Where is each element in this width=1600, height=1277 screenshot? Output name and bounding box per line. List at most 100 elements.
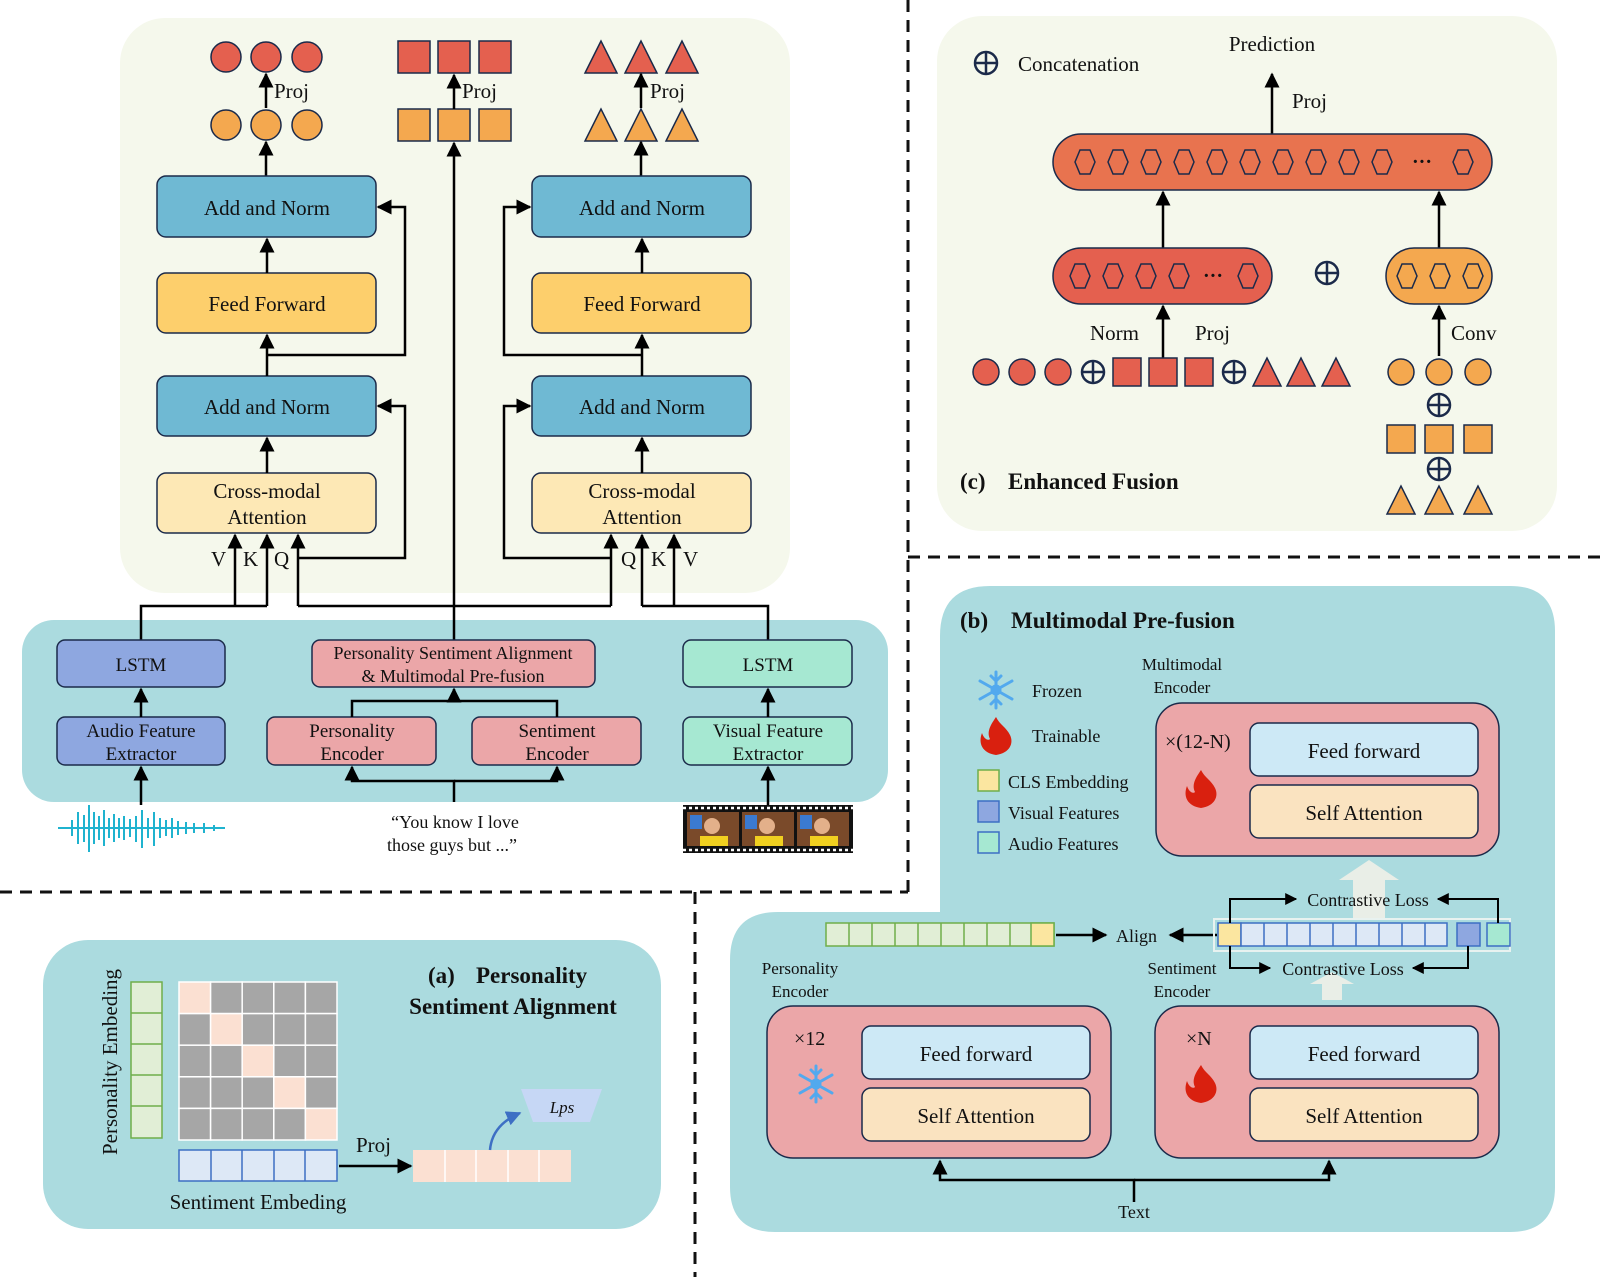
add-norm-box	[156, 175, 377, 238]
visual-lstm-box	[682, 639, 853, 688]
panel-a-prefix: (a)	[428, 963, 455, 988]
cross-modal-label: Cross-modal	[588, 479, 695, 503]
align-label: Align	[1116, 926, 1157, 946]
concatenation-legend-label: Concatenation	[1018, 52, 1140, 76]
panel-a-title: Personality	[476, 963, 588, 988]
personality-token-sequence	[825, 922, 1055, 947]
cls-legend-swatch	[977, 769, 1000, 792]
visual-branch: LSTM Visual Feature Extractor	[682, 639, 853, 805]
matrix-cell	[178, 1076, 212, 1110]
matrix-cell	[304, 1012, 338, 1046]
ellipsis: ···	[1412, 151, 1432, 173]
panel-a-title: Sentiment Alignment	[409, 994, 617, 1019]
conv-label: Conv	[1451, 321, 1497, 345]
value-label: V	[683, 547, 698, 571]
audio-waveform-icon	[58, 805, 225, 852]
feed-forward-box	[861, 1025, 1091, 1080]
matrix-cell	[241, 1012, 275, 1046]
matrix-cell	[241, 1076, 275, 1110]
matrix-cell	[209, 1044, 243, 1078]
frozen-legend-label: Frozen	[1032, 681, 1082, 701]
text-input-quote: “You know I love	[391, 812, 519, 832]
add-norm-label: Add and Norm	[579, 395, 705, 419]
contrastive-loss-label: Contrastive Loss	[1282, 959, 1404, 979]
cross-modal-label: Attention	[602, 505, 682, 529]
cls-legend-label: CLS Embedding	[1008, 772, 1129, 792]
proj-label: Proj	[462, 79, 497, 103]
proj-label: Proj	[274, 79, 309, 103]
query-label: Q	[621, 547, 636, 571]
key-label: K	[651, 547, 666, 571]
matrix-cell	[273, 1012, 307, 1046]
self-attention-box	[1249, 784, 1479, 839]
matrix-cell	[273, 1044, 307, 1078]
norm-label: Norm	[1090, 321, 1139, 345]
panel-b-prefix: (b)	[960, 608, 988, 633]
query-label: Q	[274, 547, 289, 571]
audio-lstm-label: LSTM	[116, 655, 167, 676]
visual-output-tokens	[583, 39, 700, 142]
personality-encoder-label: Personality	[762, 959, 839, 978]
self-attention-label: Self Attention	[1305, 801, 1423, 825]
matrix-cell	[304, 1076, 338, 1110]
sentiment-encoder-label: Sentiment	[1148, 959, 1217, 978]
cross-modal-label: Attention	[227, 505, 307, 529]
contrastive-loss-label: Contrastive Loss	[1307, 890, 1429, 910]
multimodal-encoder-label: Multimodal	[1142, 655, 1223, 674]
matrix-cell	[209, 981, 243, 1015]
audio-branch: LSTM Audio Feature Extractor	[56, 639, 226, 805]
matrix-cell	[304, 1044, 338, 1078]
proj-label: Proj	[356, 1133, 391, 1157]
add-norm-label: Add and Norm	[579, 196, 705, 220]
matrix-cell-matched	[241, 1044, 275, 1078]
sentiment-token-sequence	[1217, 922, 1511, 947]
panel-c-prefix: (c)	[960, 469, 986, 494]
matrix-cell	[241, 981, 275, 1015]
self-attention-label: Self Attention	[917, 1104, 1035, 1128]
audio-legend-label: Audio Features	[1008, 834, 1118, 854]
panel-c-title: Enhanced Fusion	[1008, 469, 1179, 494]
self-attention-box	[861, 1087, 1091, 1142]
personality-repeat-label: ×12	[794, 1028, 825, 1050]
text-input-label: Text	[1118, 1202, 1150, 1222]
visual-legend-label: Visual Features	[1008, 803, 1119, 823]
upward-flow-arrow	[1310, 972, 1354, 1000]
add-norm-label: Add and Norm	[204, 395, 330, 419]
visual-extractor-label: Extractor	[733, 744, 804, 765]
feed-forward-label: Feed forward	[920, 1042, 1033, 1066]
visual-extractor-label: Visual Feature	[713, 721, 823, 742]
matrix-cell	[273, 981, 307, 1015]
text-input-quote: those guys but ...”	[387, 835, 517, 855]
conv-bar	[1385, 247, 1493, 305]
matrix-cell	[178, 1107, 212, 1141]
personality-encoder-label: Encoder	[320, 744, 384, 765]
routing-lines	[139, 141, 770, 640]
stacked-orange-tokens	[1385, 358, 1494, 515]
sentiment-repeat-label: ×N	[1186, 1028, 1212, 1050]
sentiment-encoder-label: Encoder	[1154, 982, 1211, 1001]
personality-encoder-label: Encoder	[772, 982, 829, 1001]
audio-output-tokens	[210, 41, 323, 141]
text-branch: Personality Sentiment Alignment & Multim…	[266, 639, 642, 802]
matrix-cell-matched	[304, 1107, 338, 1141]
proj-label: Proj	[1195, 321, 1230, 345]
sentiment-embedding-label: Sentiment Embeding	[170, 1190, 347, 1214]
audio-extractor-label: Extractor	[106, 744, 177, 765]
norm-proj-bar	[1052, 247, 1273, 305]
self-attention-label: Self Attention	[1305, 1104, 1423, 1128]
ellipsis: ···	[1203, 265, 1223, 287]
concatenation-legend-icon	[973, 50, 999, 76]
feed-forward-box	[1249, 722, 1479, 777]
audio-extractor-label: Audio Feature	[86, 721, 195, 742]
loss-label: Lps	[549, 1098, 575, 1117]
sentiment-embedding-vector	[178, 1149, 338, 1182]
multimodal-repeat-label: ×(12-N)	[1165, 731, 1231, 753]
right-transformer-stack: Add and Norm Feed Forward Add and Norm C…	[502, 175, 752, 606]
prediction-label: Prediction	[1229, 32, 1316, 56]
feed-forward-box	[1249, 1025, 1479, 1080]
audio-lstm-box	[56, 639, 226, 688]
proj-label: Proj	[650, 79, 685, 103]
personality-encoder-label: Personality	[309, 721, 395, 742]
